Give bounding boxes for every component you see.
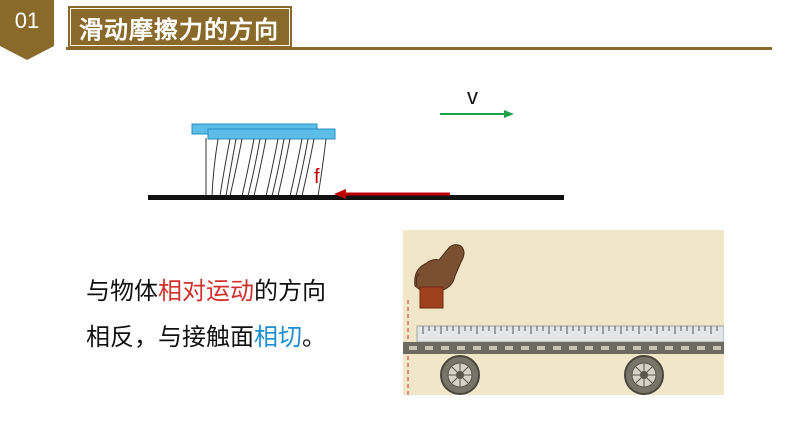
wheel-right-icon (624, 355, 664, 395)
header-divider (66, 47, 772, 50)
text-segment: 。 (302, 323, 326, 351)
highlight-tangent: 相切 (254, 323, 302, 351)
text-segment: 与物体 (86, 277, 158, 305)
wheel-left-icon (440, 355, 480, 395)
text-segment: 相反，与接触面 (86, 323, 254, 351)
explanation-line-1: 与物体相对运动的方向 (86, 268, 326, 314)
page-title-box: 滑动摩擦力的方向 (70, 8, 290, 46)
brush-bristles (205, 138, 327, 197)
section-number-badge: 01 (0, 0, 62, 62)
block-front (207, 128, 336, 140)
explanation-text: 与物体相对运动的方向 相反，与接触面相切。 (86, 268, 326, 360)
cart-illustration (403, 230, 724, 395)
cart-rivets (409, 346, 721, 350)
ruler-ticks (422, 326, 718, 334)
highlight-relative-motion: 相对运动 (158, 277, 254, 305)
friction-label: f (314, 166, 320, 188)
ruler (416, 325, 724, 343)
cart-body (403, 342, 724, 354)
text-segment: 的方向 (254, 277, 326, 305)
explanation-line-2: 相反，与接触面相切。 (86, 314, 326, 360)
ground-line (148, 195, 564, 200)
velocity-label: v (467, 84, 478, 109)
section-number: 01 (14, 8, 40, 33)
friction-diagram (148, 110, 564, 200)
velocity-arrowhead (504, 110, 514, 118)
page-title: 滑动摩擦力的方向 (79, 15, 279, 44)
friction-arrowhead (334, 189, 346, 199)
hand-icon (414, 244, 465, 294)
small-block (419, 286, 444, 309)
